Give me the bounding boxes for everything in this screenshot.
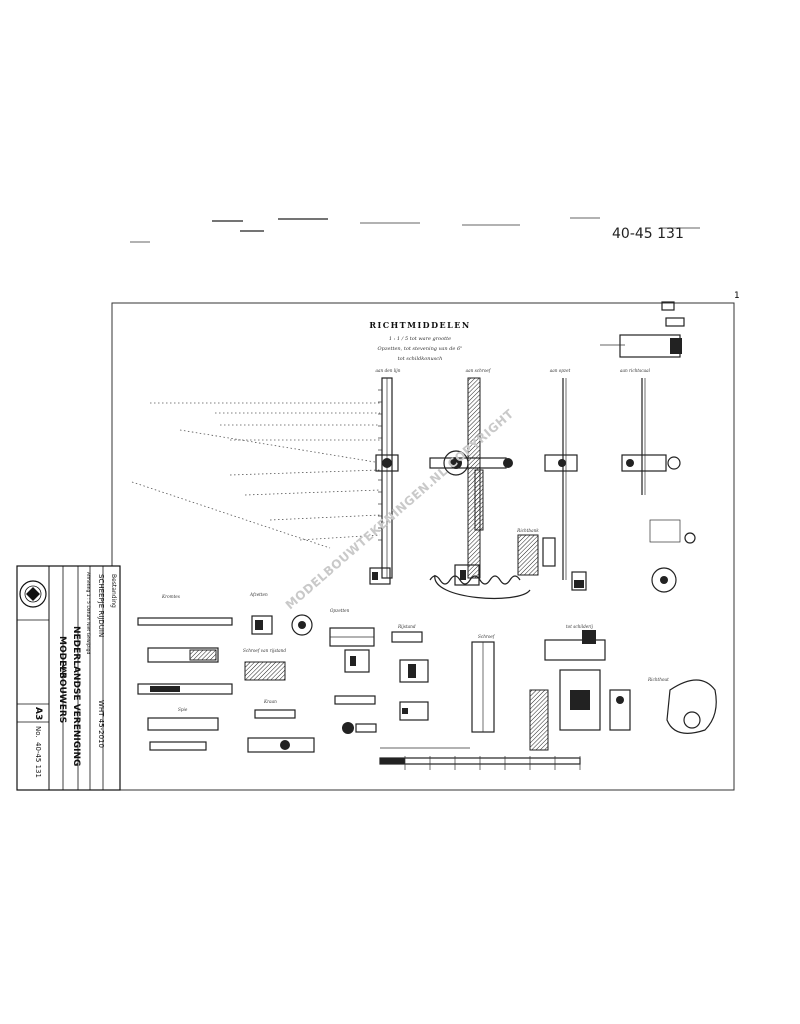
drawing-subtitle-2: Opzetten, tot stevening van de 6": [378, 346, 463, 352]
label-opzetten: Opzetten: [330, 608, 350, 613]
richtstaaf-column-4: [621, 378, 696, 593]
column-labels: aan den lijn aan schroef aan opzet aan r…: [376, 368, 651, 373]
stamp-number-prefix: No.: [34, 726, 42, 738]
label-rijstand: Rijstand: [397, 624, 416, 629]
drawing-title: RICHTMIDDELEN: [369, 320, 470, 330]
drawing-title-block: RICHTMIDDELEN 1 : 1 / 5 tot ware grootte…: [369, 320, 470, 362]
stamp-subject: SCHEEPJE RIJDUIN: [97, 574, 105, 637]
nvm-emblem: [19, 580, 47, 608]
scan-artifacts: [130, 217, 700, 243]
stamp-org-line-3: MODELBOUWERS: [57, 636, 67, 723]
stamp-scale-date: Afmeting 1 : 5 Datum Niet Gewijzigd: [85, 572, 91, 654]
label-kromtes: Kromtes: [161, 594, 180, 599]
drawing-frame: [111, 302, 735, 791]
drawing-subtitle-3: tot schildkonusch: [398, 356, 443, 362]
label-spie: Spie: [178, 707, 188, 712]
corner-mark: 1: [734, 291, 740, 301]
stamp-header-label: Bestanding: [110, 574, 117, 608]
stamp-size: A3: [33, 707, 43, 720]
handwritten-drawing-number: 40-45 131: [612, 226, 684, 242]
scale-bar: [379, 747, 581, 770]
parts-detail-row: Kromtes Spie Afzetten Schroef van rijsta…: [137, 592, 717, 753]
leader-lines: [131, 402, 381, 549]
label-richthout: Richthout: [647, 677, 669, 682]
title-stamp: Bestanding SCHEEPJE RIJDUIN WHT 45-2010 …: [16, 565, 121, 791]
label-kraan: Kraan: [263, 699, 277, 704]
label-afzetten: Afzetten: [249, 592, 268, 597]
column-label-1: aan den lijn: [376, 368, 401, 373]
stamp-org-line-1: NEDERLANDSE VERENIGING: [71, 626, 81, 766]
stamp-number: 40-45 131: [34, 742, 42, 778]
label-schroef: Schroef: [478, 634, 496, 639]
column-label-2: aan schroef: [466, 368, 492, 373]
column-label-3: aan opzet: [550, 368, 571, 373]
label-tot-schilderij: tot schilderij: [566, 624, 594, 629]
column-label-4: aan richtscaal: [620, 368, 651, 373]
label-schroef-van-rijstand: Schroef van rijstand: [243, 648, 286, 653]
richtstaaf-column-3: Richtbank: [516, 378, 587, 591]
stamp-org-line-2: VAN: [60, 664, 67, 678]
drawing-subtitle-1: 1 : 1 / 5 tot ware grootte: [389, 336, 451, 342]
label-richtbank: Richtbank: [516, 528, 539, 533]
stamp-code: WHT 45-2010: [97, 700, 105, 748]
richtstaaf-column-1: [369, 377, 399, 585]
top-right-detail: [600, 301, 685, 358]
richtstaaf-column-2: [429, 377, 531, 599]
